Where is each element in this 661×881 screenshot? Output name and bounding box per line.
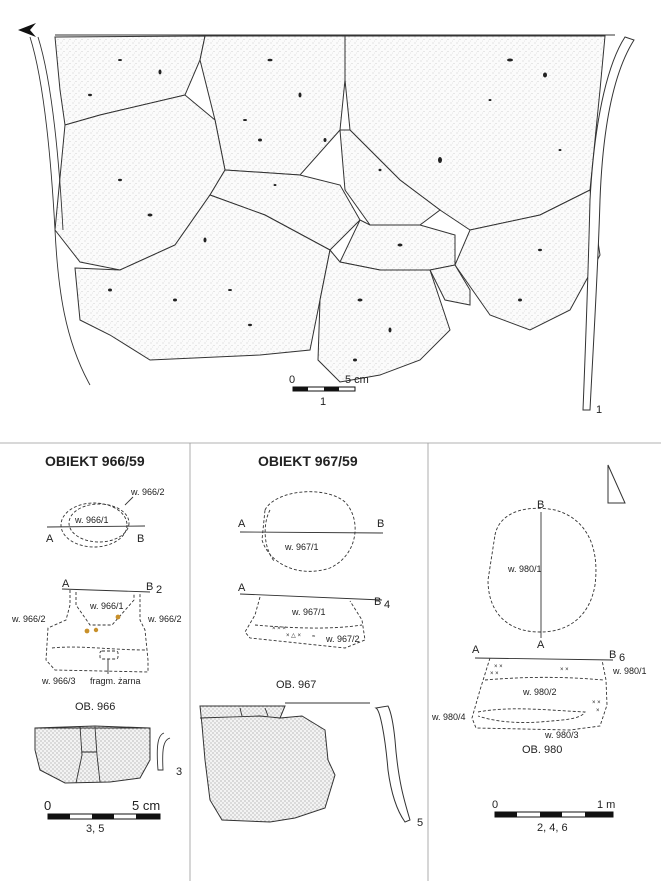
label-980-2-section: w. 980/2 <box>522 687 557 697</box>
label-966-3: w. 966/3 <box>41 676 76 686</box>
label-980-b-plan: B <box>537 499 544 511</box>
scale-bar-980: 0 1 m 2, 4, 6 <box>492 799 615 834</box>
scale-bar-top: 0 5 cm 1 <box>289 374 369 408</box>
figure-number-4: 4 <box>384 599 390 611</box>
scale-980-ref: 2, 4, 6 <box>537 822 568 834</box>
scale-top-ref: 1 <box>320 396 326 408</box>
label-980-1-plan: w. 980/1 <box>507 564 542 574</box>
figure-number-6: 6 <box>619 652 625 664</box>
ob-967-label: OB. 967 <box>276 679 316 691</box>
section-967: × × × × △ × ≈ A B 4 w. 967/1 w. 967/2 <box>238 582 390 649</box>
section-980: × × × × × × × × × A B 6 w. 980/1 w. 980/… <box>431 644 647 740</box>
scale-top-end: 5 cm <box>345 374 369 386</box>
label-967-b-section: B <box>374 596 381 608</box>
section-966: A B 2 w. 966/1 w. 966/2 w. 966/2 w. 966/… <box>11 578 182 686</box>
scale-966-end: 5 cm <box>132 798 160 813</box>
scale-980-zero: 0 <box>492 799 498 811</box>
vessel-1-drawing <box>29 34 635 411</box>
svg-text:× ×: × × <box>560 667 569 673</box>
label-966-2-left: w. 966/2 <box>11 614 46 624</box>
label-980-b-section: B <box>609 649 616 661</box>
scale-966-zero: 0 <box>44 798 51 813</box>
label-980-a-section: A <box>472 644 480 656</box>
label-966-a-plan: A <box>46 533 54 545</box>
svg-text:× ×: × × <box>490 671 499 677</box>
label-967-b-plan: B <box>377 518 384 530</box>
svg-text:× ×: × × <box>592 700 601 706</box>
svg-text:× ×: × × <box>494 664 503 670</box>
obiekt-966-heading: OBIEKT 966/59 <box>45 453 145 469</box>
svg-text:×: × <box>596 708 600 714</box>
north-arrow-980 <box>607 464 626 504</box>
label-966-b-plan: B <box>137 533 144 545</box>
label-980-1-section: w. 980/1 <box>612 666 647 676</box>
vessel-5-drawing: 5 <box>199 702 423 829</box>
figure-number-2: 2 <box>156 584 162 596</box>
label-966-b-section: B <box>146 581 153 593</box>
ob-980-label: OB. 980 <box>522 744 562 756</box>
obiekt-967-heading: OBIEKT 967/59 <box>258 453 358 469</box>
ob-966-label: OB. 966 <box>75 701 115 713</box>
scale-bar-966: 0 5 cm 3, 5 <box>44 798 161 835</box>
label-966-2-right: w. 966/2 <box>147 614 182 624</box>
label-967-1-plan: w. 967/1 <box>284 542 319 552</box>
plan-980: B w. 980/1 A <box>487 499 597 651</box>
vessel-3-drawing: 3 <box>34 725 182 784</box>
label-966-1-section: w. 966/1 <box>89 601 124 611</box>
label-980-4-section: w. 980/4 <box>431 712 466 722</box>
figure-number-3: 3 <box>176 766 182 778</box>
figure-number-5: 5 <box>417 817 423 829</box>
label-967-a-section: A <box>238 582 246 594</box>
label-980-a-plan: A <box>537 639 545 651</box>
label-966-2-plan: w. 966/2 <box>130 487 165 497</box>
plan-967: A B w. 967/1 <box>238 491 384 572</box>
label-fragm-zarna: fragm. żarna <box>90 676 141 686</box>
label-966-a-section: A <box>62 578 70 590</box>
plan-966: w. 966/2 w. 966/1 A B <box>46 487 165 548</box>
figure-number-1: 1 <box>596 404 602 416</box>
svg-text:× △ ×: × △ × <box>286 633 301 639</box>
label-967-2-section: w. 967/2 <box>325 634 360 644</box>
label-980-3-section: w. 980/3 <box>544 730 579 740</box>
north-arrow-icon <box>18 23 36 37</box>
scale-966-ref: 3, 5 <box>86 823 104 835</box>
label-967-1-section: w. 967/1 <box>291 607 326 617</box>
label-966-1-plan: w. 966/1 <box>74 515 109 525</box>
svg-text:× × ×: × × × <box>272 626 286 632</box>
scale-980-end: 1 m <box>597 799 615 811</box>
scale-top-zero: 0 <box>289 374 295 386</box>
svg-text:≈: ≈ <box>312 634 316 640</box>
label-967-a-plan: A <box>238 518 246 530</box>
